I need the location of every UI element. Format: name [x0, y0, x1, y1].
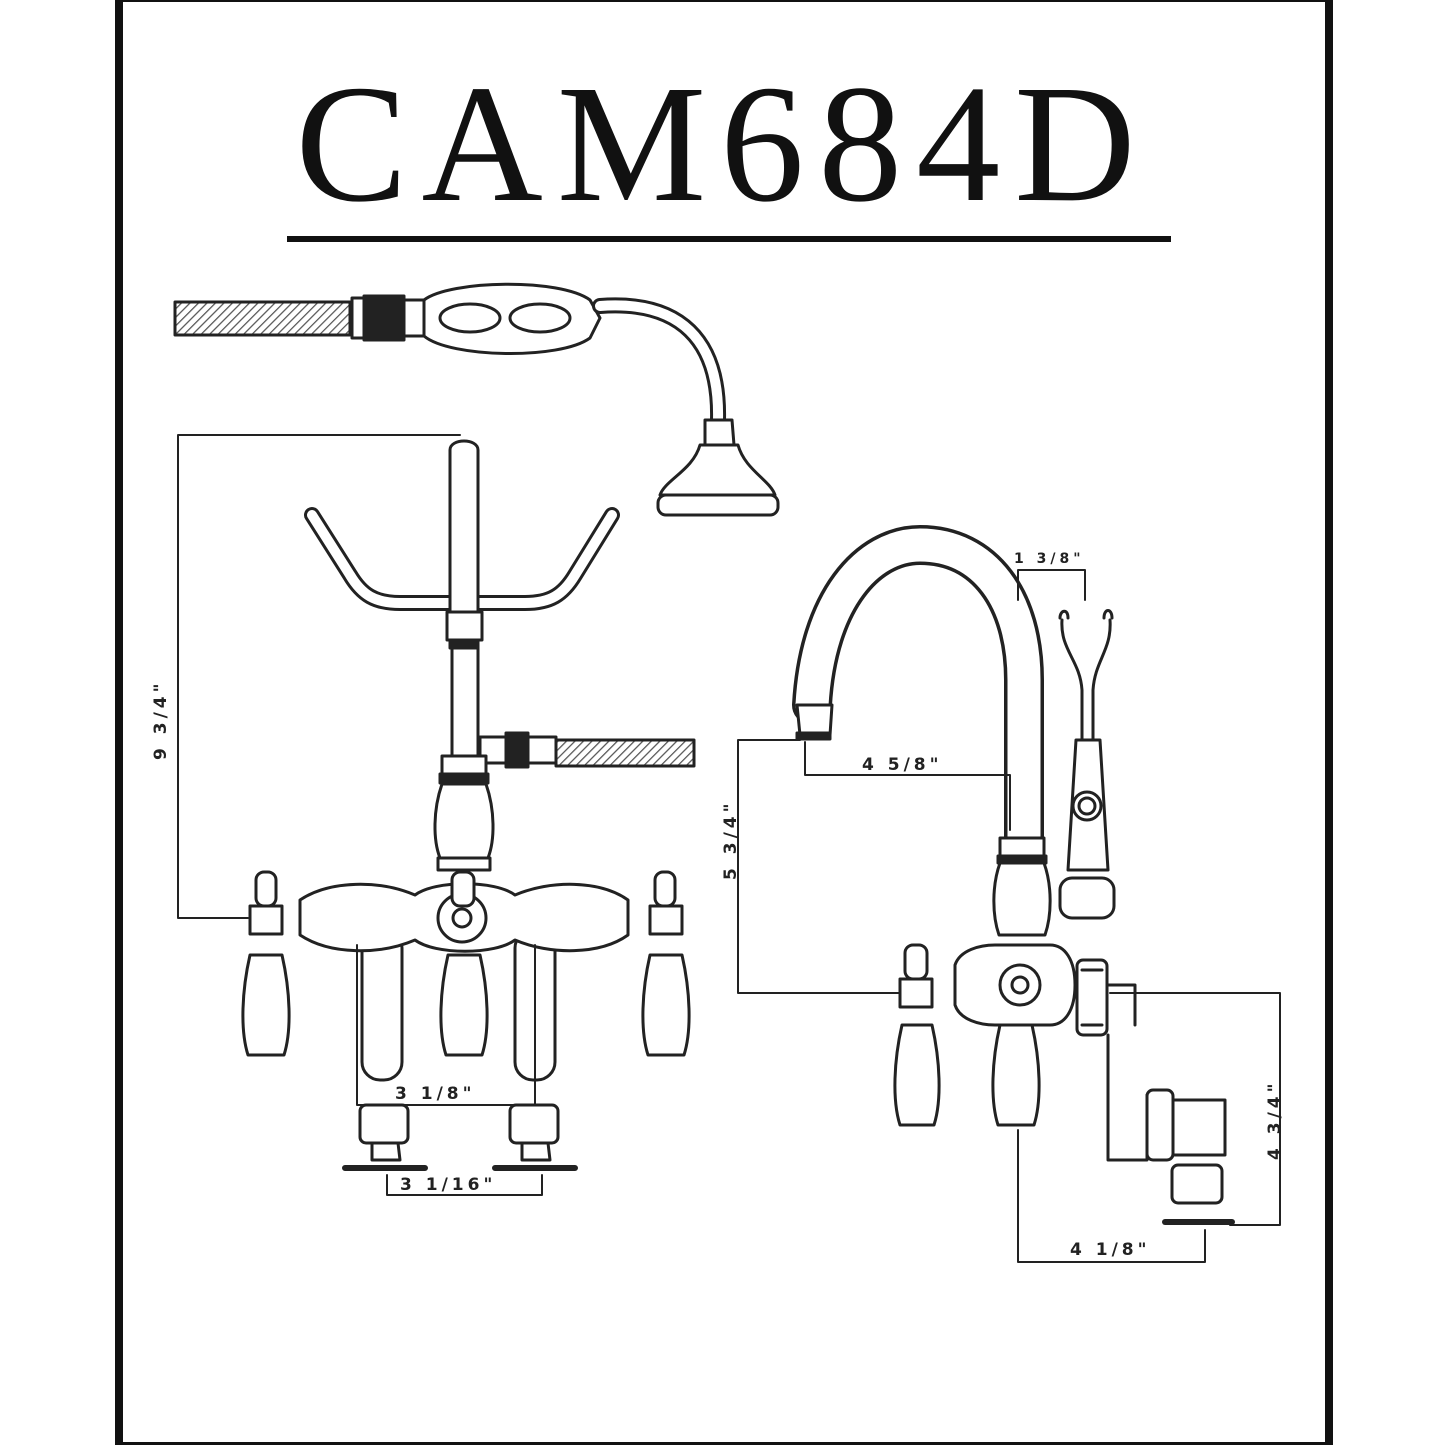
dim-right-spout-reach: 4 5/8" [862, 755, 942, 775]
left-faucet-front-view [177, 434, 696, 1196]
dim-left-leg-spacing-bottom: 3 1/16" [400, 1175, 496, 1195]
dim-right-inlet-height: 4 3/4" [1265, 1080, 1285, 1160]
dim-right-spout-height: 5 3/4" [721, 800, 741, 880]
dim-right-holder-offset: 1 3/8" [1014, 551, 1085, 567]
hand-shower [173, 282, 780, 517]
dim-left-height: 9 3/4" [151, 680, 171, 760]
page-border [115, 0, 1333, 1445]
model-title: CAM684D [295, 51, 1150, 237]
dim-right-inlet-depth: 4 1/8" [1070, 1240, 1150, 1260]
title-underline [287, 236, 1171, 242]
dim-left-leg-spacing-top: 3 1/8" [395, 1084, 475, 1104]
right-faucet-side-view [737, 525, 1281, 1263]
